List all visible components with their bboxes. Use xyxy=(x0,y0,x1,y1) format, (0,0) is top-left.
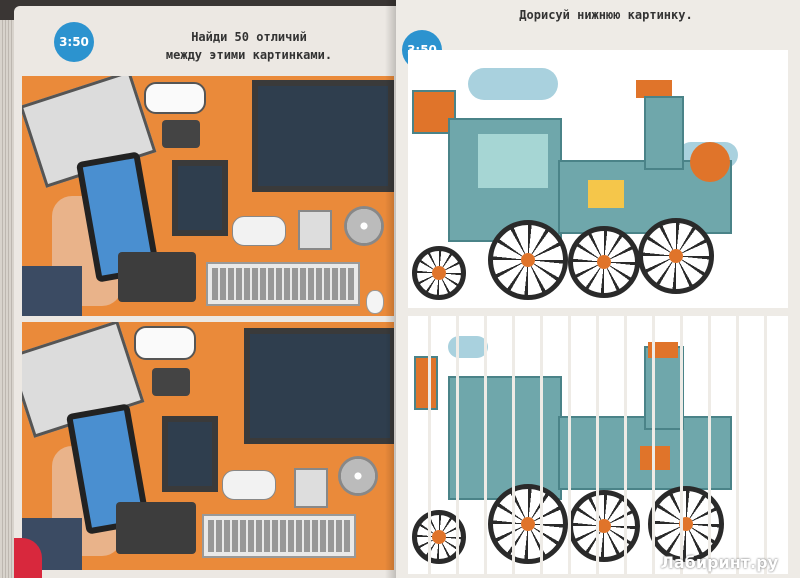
train-wheel-1 xyxy=(412,246,466,300)
keyboard-illustration-2 xyxy=(202,514,356,558)
calculator-illustration-2 xyxy=(294,468,328,508)
keyboard-illustration xyxy=(206,262,360,306)
train-chimney xyxy=(644,96,684,170)
partial-train-cab-body xyxy=(448,376,562,500)
camera-illustration xyxy=(162,120,200,148)
train-chimney-top xyxy=(636,80,672,98)
train-window xyxy=(478,134,548,188)
partial-wheel-2 xyxy=(488,484,568,564)
mouse-illustration xyxy=(366,290,384,314)
graphics-tablet-illustration xyxy=(118,252,196,302)
partial-train-cab xyxy=(414,356,438,410)
small-tablet-illustration xyxy=(172,160,228,236)
stripe xyxy=(512,316,515,574)
stripe xyxy=(680,316,683,574)
stripe xyxy=(624,316,627,574)
watermark-text: Лабиринт.ру xyxy=(660,553,778,572)
partial-wheel-4 xyxy=(648,486,724,562)
corner-sticker xyxy=(14,538,42,578)
handheld-console-illustration-2 xyxy=(134,326,196,360)
gamepad-illustration xyxy=(232,216,286,246)
monitor-illustration-2 xyxy=(244,328,394,444)
cd-disc-illustration xyxy=(344,206,384,246)
partial-train-emblem xyxy=(640,446,670,470)
bottom-desk-scene xyxy=(22,322,394,570)
partial-wheel-3 xyxy=(568,490,640,562)
left-page-title: Найди 50 отличий между этими картинками. xyxy=(144,28,354,64)
cd-disc-illustration-2 xyxy=(338,456,378,496)
stripe xyxy=(596,316,599,574)
right-page-title: Дорисуй нижнюю картинку. xyxy=(519,8,693,22)
gamepad-illustration-2 xyxy=(222,470,276,500)
sleeve-illustration xyxy=(22,266,82,316)
graphics-tablet-illustration-2 xyxy=(116,502,196,554)
left-title-line1: Найди 50 отличий xyxy=(191,30,307,44)
monitor-illustration xyxy=(252,80,394,192)
stripe xyxy=(456,316,459,574)
stripe xyxy=(428,316,431,574)
train-wheel-3 xyxy=(568,226,640,298)
camera-illustration-2 xyxy=(152,368,190,396)
left-page: 3:50 Найди 50 отличий между этими картин… xyxy=(14,6,396,578)
train-wheel-4 xyxy=(638,218,714,294)
reference-train-picture xyxy=(408,50,788,308)
partial-cloud xyxy=(448,336,488,358)
partial-train-chimney xyxy=(644,346,684,430)
calculator-illustration xyxy=(298,210,332,250)
stripe xyxy=(540,316,543,574)
stripe xyxy=(708,316,711,574)
small-tablet-illustration-2 xyxy=(162,416,218,492)
stripe xyxy=(736,316,739,574)
right-page: 3:50 Дорисуй нижнюю картинку. xyxy=(396,0,800,578)
stripe xyxy=(484,316,487,574)
time-badge-left: 3:50 xyxy=(54,22,94,62)
top-desk-scene xyxy=(22,76,394,316)
stripe xyxy=(764,316,767,574)
stripe xyxy=(652,316,655,574)
train-wheel-2 xyxy=(488,220,568,300)
page-edges xyxy=(0,20,14,578)
cloud-illustration xyxy=(468,68,558,100)
partial-train-chimney-top xyxy=(648,342,678,358)
handheld-console-illustration xyxy=(144,82,206,114)
train-propeller xyxy=(690,142,730,182)
stripe xyxy=(568,316,571,574)
train-emblem xyxy=(588,180,624,208)
left-title-line2: между этими картинками. xyxy=(165,48,333,62)
drawing-exercise-picture xyxy=(408,316,788,574)
